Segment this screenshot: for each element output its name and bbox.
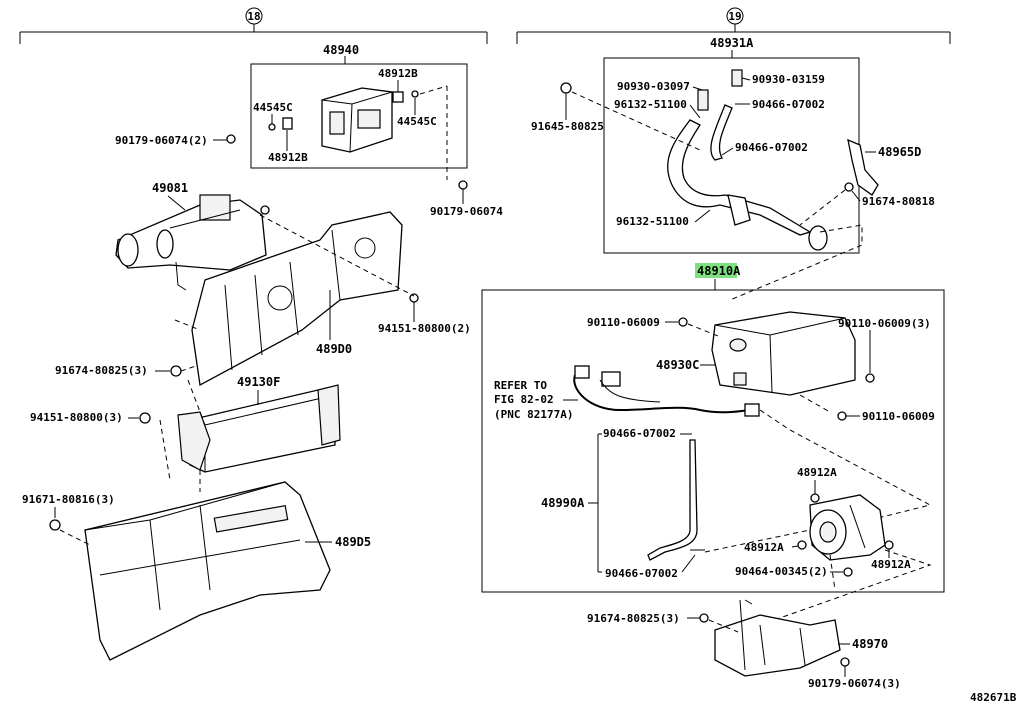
- bolt-91674-80825-3-left: [170, 365, 182, 377]
- bolt-90179-06074-2: [226, 134, 236, 144]
- bolt-91645-80825: [560, 82, 572, 94]
- label-48910a: 48910A: [697, 264, 741, 278]
- bolt-91674-80825-3-right: [699, 613, 709, 623]
- screw-44545c-left: [268, 123, 276, 131]
- label-90110-06009-right: 90110-06009: [862, 410, 935, 423]
- shield-489d5-part: [84, 481, 331, 661]
- bolt-90110-06009-right: [837, 411, 847, 421]
- label-91671-80816-3: 91671-80816(3): [22, 493, 115, 506]
- figure-id: 482671B: [970, 691, 1017, 704]
- bolt-90464-00345-2: [843, 567, 853, 577]
- label-48912a-top: 48912A: [797, 466, 837, 479]
- refer-text-line-3[interactable]: (PNC 82177A): [494, 408, 573, 421]
- label-49081: 49081: [152, 181, 188, 195]
- pump-49081-part: [115, 194, 270, 291]
- bolt-94151-80800-3: [139, 412, 151, 424]
- label-90930-03097: 90930-03097: [617, 80, 690, 93]
- refer-text-line-1[interactable]: REFER TO: [494, 379, 547, 392]
- label-91674-80825-3-right: 91674-80825(3): [587, 612, 680, 625]
- label-48965d: 48965D: [878, 145, 921, 159]
- label-90466-07002-c: 90466-07002: [603, 427, 676, 440]
- label-96132-51100-top: 96132-51100: [614, 98, 687, 111]
- actuator-module-part: [321, 87, 393, 153]
- label-91674-80818: 91674-80818: [862, 195, 935, 208]
- label-94151-80800-2: 94151-80800(2): [378, 322, 471, 335]
- label-48912b-top: 48912B: [378, 67, 418, 80]
- bracket-489d0-part: [191, 211, 403, 387]
- group-bracket-19: 19: [516, 7, 951, 44]
- bracket-48965d-part: [847, 138, 879, 196]
- canister-49130f-part: [177, 384, 341, 473]
- bolt-94151-80800-2: [409, 293, 419, 303]
- label-91645-80825: 91645-80825: [531, 120, 604, 133]
- nut-48912a-right: [884, 540, 894, 550]
- label-90110-06009-3: 90110-06009(3): [838, 317, 931, 330]
- label-48912a-right: 48912A: [871, 558, 911, 571]
- label-48912a-mid: 48912A: [744, 541, 784, 554]
- assembly-box-48910a: [481, 289, 945, 593]
- bolt-91671-80816-3: [49, 519, 61, 531]
- label-90179-06074: 90179-06074: [430, 205, 503, 218]
- label-90466-07002-d: 90466-07002: [605, 567, 678, 580]
- label-90466-07002-b: 90466-07002: [735, 141, 808, 154]
- nut-48912a-top: [810, 493, 820, 503]
- wire-harness-part: [573, 365, 760, 417]
- group-number-19: 19: [728, 10, 741, 23]
- air-pump-motor-part: [809, 494, 886, 561]
- nut-48912b-bot: [282, 117, 293, 130]
- highlight-48910a: [695, 263, 737, 278]
- bracket-48970-part: [714, 599, 841, 677]
- label-48931a: 48931A: [710, 36, 754, 50]
- label-48940: 48940: [323, 43, 359, 57]
- bolt-90179-06074-3: [840, 657, 850, 667]
- refer-text-line-2[interactable]: FIG 82-02: [494, 393, 554, 406]
- label-90179-06074-2: 90179-06074(2): [115, 134, 208, 147]
- hose-48990a-part: [647, 439, 705, 561]
- label-90466-07002-a: 90466-07002: [752, 98, 825, 111]
- assembly-box-48940: [250, 63, 468, 169]
- label-48990a: 48990A: [541, 496, 585, 510]
- label-96132-51100-bot: 96132-51100: [616, 215, 689, 228]
- label-48970: 48970: [852, 637, 888, 651]
- bolt-90179-06074: [458, 180, 468, 190]
- label-90930-03159: 90930-03159: [752, 73, 825, 86]
- nut-48912a-mid: [797, 540, 807, 550]
- label-94151-80800-3: 94151-80800(3): [30, 411, 123, 424]
- nut-48912b-top: [392, 91, 404, 103]
- reservoir-48930c-part: [711, 311, 856, 396]
- label-44545c-left: 44545C: [253, 101, 293, 114]
- label-48912b-bot: 48912B: [268, 151, 308, 164]
- screw-44545c-right: [411, 90, 419, 98]
- hose-assembly-part: [667, 69, 828, 251]
- label-49130f: 49130F: [237, 375, 280, 389]
- group-bracket-18: 18: [19, 7, 488, 44]
- bolt-90110-06009-3: [865, 373, 875, 383]
- bolt-91674-80818: [844, 182, 854, 192]
- label-90179-06074-3: 90179-06074(3): [808, 677, 901, 690]
- label-90464-00345-2: 90464-00345(2): [735, 565, 828, 578]
- label-489d5: 489D5: [335, 535, 371, 549]
- label-48930c: 48930C: [656, 358, 699, 372]
- label-91674-80825-3-left: 91674-80825(3): [55, 364, 148, 377]
- label-44545c-right: 44545C: [397, 115, 437, 128]
- group-number-18: 18: [247, 10, 260, 23]
- bolt-90110-06009-left: [678, 317, 688, 327]
- label-90110-06009-left: 90110-06009: [587, 316, 660, 329]
- label-489d0: 489D0: [316, 342, 352, 356]
